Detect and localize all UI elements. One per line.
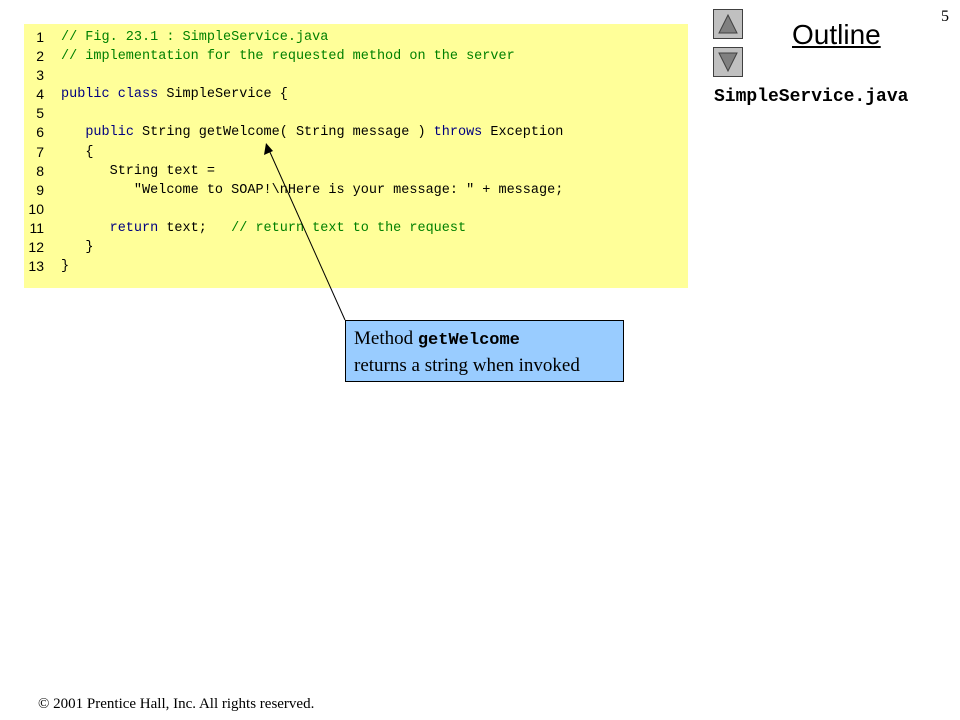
code-content: "Welcome to SOAP!\nHere is your message:… <box>133 183 564 198</box>
line-number: 11 <box>29 220 44 236</box>
code-text: } <box>61 257 69 276</box>
previous-slide-button[interactable] <box>713 9 743 39</box>
code-content: } <box>61 259 70 274</box>
callout-method: getWelcome <box>417 331 520 350</box>
file-label: SimpleService.java <box>714 87 909 107</box>
code-text: public String getWelcome( String message… <box>61 123 563 142</box>
copyright-text: 2001 Prentice Hall, Inc. All rights rese… <box>49 696 315 712</box>
code-text: String text = <box>61 162 215 181</box>
code-text: return text; // return text to the reque… <box>61 219 466 238</box>
code-indent <box>61 145 85 160</box>
outline-title[interactable]: Outline <box>792 19 881 50</box>
callout-prefix: Method <box>354 328 418 349</box>
code-content: { <box>85 145 94 160</box>
line-number: 6 <box>36 124 44 140</box>
code-indent <box>61 240 85 255</box>
code-content: // Fig. 23.1 : SimpleService.java <box>61 30 329 45</box>
code-content: public String getWelcome( String message… <box>85 125 564 140</box>
code-text: public class SimpleService { <box>61 85 288 104</box>
line-number: 9 <box>36 182 44 198</box>
code-content: } <box>85 240 94 255</box>
line-number: 4 <box>36 86 44 102</box>
code-text: "Welcome to SOAP!\nHere is your message:… <box>61 181 563 200</box>
line-number: 5 <box>36 105 44 121</box>
line-number: 7 <box>36 144 44 160</box>
code-content: public class SimpleService { <box>61 87 288 102</box>
copyright: © 2001 Prentice Hall, Inc. All rights re… <box>38 696 314 713</box>
code-content: return text; // return text to the reque… <box>109 221 467 236</box>
line-number: 13 <box>28 258 44 274</box>
triangle-down-icon <box>718 52 738 73</box>
line-number: 10 <box>28 201 44 217</box>
code-indent <box>61 125 85 140</box>
line-number: 8 <box>36 163 44 179</box>
code-text: // Fig. 23.1 : SimpleService.java <box>61 28 328 47</box>
line-number: 3 <box>36 67 44 83</box>
code-text: // implementation for the requested meth… <box>61 47 515 66</box>
next-slide-button[interactable] <box>713 47 743 77</box>
triangle-up-icon <box>718 13 738 34</box>
slide-number: 5 <box>941 8 949 25</box>
code-indent <box>61 221 110 236</box>
code-indent <box>61 164 110 179</box>
copyright-symbol: © <box>38 696 50 712</box>
callout-rest: returns a string when invoked <box>354 355 580 376</box>
code-text: } <box>61 238 93 257</box>
line-number: 2 <box>36 48 44 64</box>
line-number: 12 <box>28 239 44 255</box>
code-listing: 1 // Fig. 23.1 : SimpleService.java 2 // im… <box>24 24 688 288</box>
line-number: 1 <box>36 29 44 45</box>
code-indent <box>61 183 134 198</box>
code-content: // implementation for the requested meth… <box>61 49 515 64</box>
code-text: { <box>61 143 93 162</box>
code-content: String text = <box>109 164 215 179</box>
callout-note: Method getWelcome returns a string when … <box>345 320 624 382</box>
